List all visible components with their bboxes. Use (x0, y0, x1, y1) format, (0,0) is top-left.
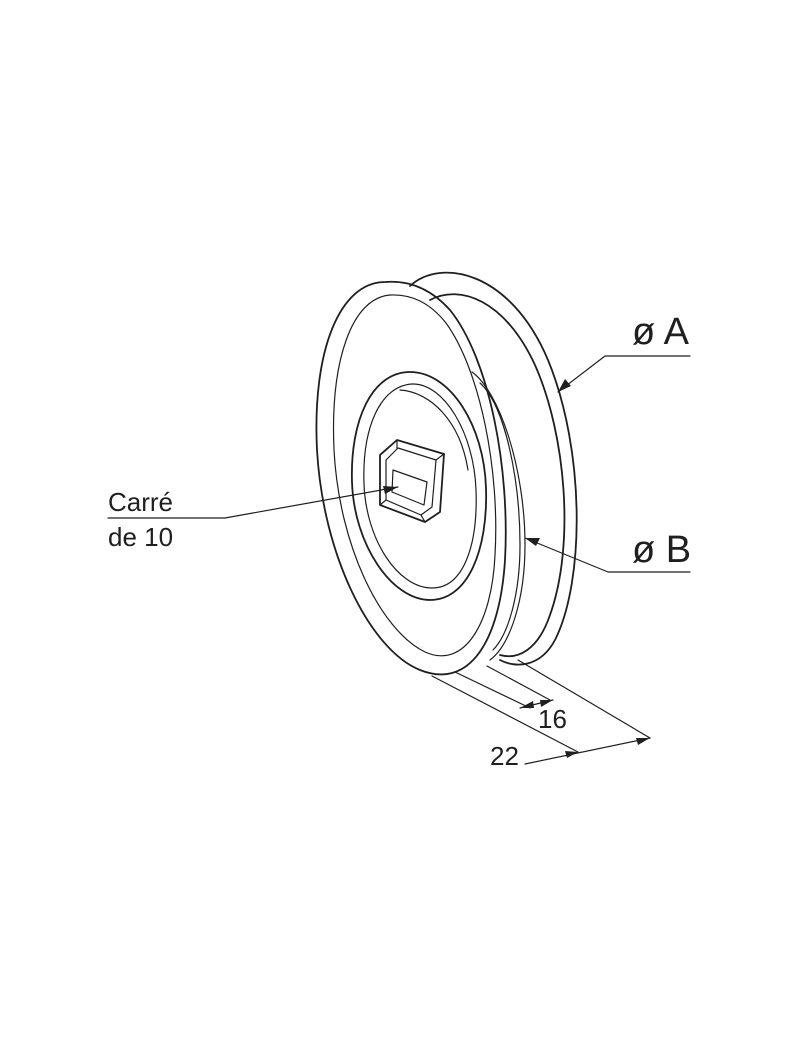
hub-outer-ring (351, 371, 487, 601)
dia-a-label: ø A (632, 311, 690, 353)
dia-b-leader (524, 537, 691, 573)
dia-a-leader (557, 355, 691, 393)
back-flange (409, 271, 578, 666)
square-bore (379, 439, 445, 523)
hub-inner-ring (363, 383, 477, 589)
square-leader (107, 486, 399, 519)
square-label-line2: de 10 (108, 522, 173, 552)
width-dimensions (431, 659, 651, 765)
width-inner-label: 16 (538, 704, 567, 734)
width-outer-label: 22 (490, 741, 519, 771)
front-flange (315, 280, 507, 676)
pulley-groove (471, 371, 526, 661)
dia-b-label: ø B (632, 529, 691, 571)
square-label-line1: Carré (108, 487, 173, 517)
